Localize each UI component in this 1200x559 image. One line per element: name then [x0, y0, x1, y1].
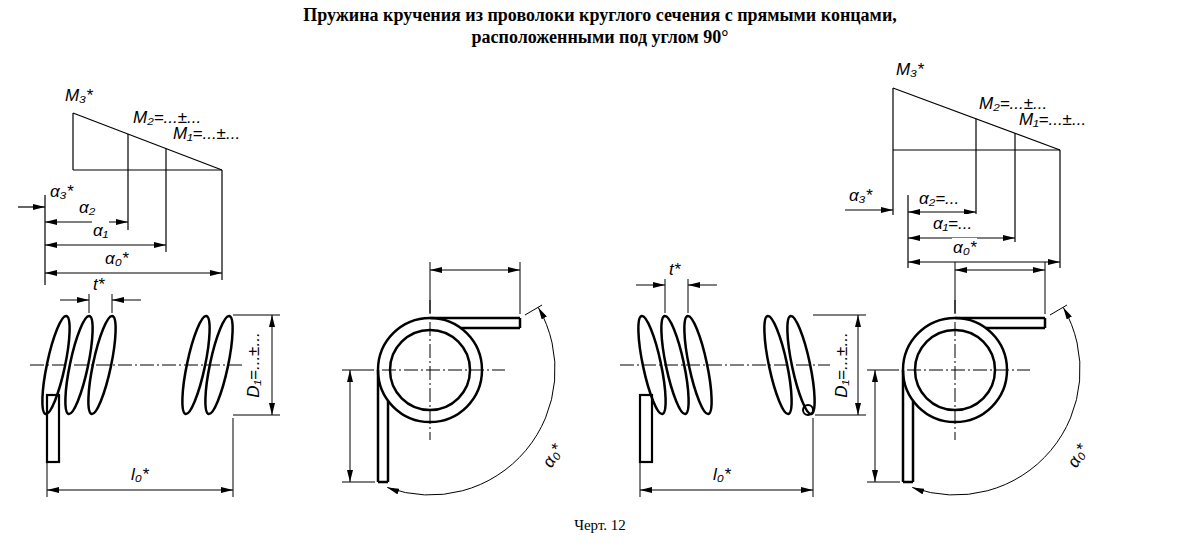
moment-label: M₃* — [64, 86, 94, 106]
drawing-line — [892, 88, 893, 215]
drawing-title: Пружина кручения из проволоки круглого с… — [230, 4, 970, 48]
dimension-label: α₀* — [952, 238, 977, 258]
drawing-g — [30, 294, 280, 497]
drawing-line — [233, 415, 280, 416]
dimension-label: α₀* — [104, 249, 129, 269]
drawing-circle — [803, 405, 813, 415]
moment-label: M₁=...±... — [1018, 110, 1087, 130]
drawing-line — [45, 272, 222, 273]
drawing-line — [112, 300, 141, 301]
dimension-label: α₀* — [1063, 440, 1093, 472]
drawing-line — [233, 315, 280, 316]
drawing-rect — [640, 395, 652, 462]
dimension-label: α₂=... — [918, 189, 960, 209]
drawing-line — [908, 211, 976, 212]
drawing-line — [44, 195, 45, 285]
dimension-label: t* — [668, 260, 681, 280]
drawing-line — [112, 294, 113, 313]
drawing-line — [73, 169, 222, 170]
drawing-line — [640, 462, 641, 497]
drawing-line — [620, 365, 830, 366]
drawing-line — [18, 206, 45, 207]
drawing-line — [221, 170, 222, 280]
drawing-line — [45, 221, 128, 222]
drawing-line — [688, 285, 717, 286]
drawing-line — [45, 244, 166, 245]
drawing-line — [47, 490, 233, 491]
spring-end-view — [342, 262, 555, 495]
drawing-line — [858, 315, 859, 415]
dimension-label: t* — [92, 275, 105, 295]
drawing-line — [127, 134, 128, 230]
spring-end-view — [867, 262, 1080, 495]
drawing-line — [640, 490, 813, 491]
drawing-line — [813, 418, 814, 497]
drawing-line — [845, 209, 893, 210]
dimension-label: α₁=... — [932, 214, 973, 234]
dimension-label: α₁ — [92, 221, 109, 241]
drawing-line — [72, 113, 73, 170]
drawing-line — [1059, 150, 1060, 268]
moment-label: M₃* — [895, 60, 925, 80]
drawing-line — [165, 149, 166, 252]
drawing-line — [30, 365, 250, 366]
drawing-line — [1014, 133, 1015, 242]
dimension-label: α₃* — [848, 186, 873, 206]
drawing-g — [620, 279, 866, 497]
drawing-line — [272, 315, 273, 415]
drawing-line — [907, 195, 908, 268]
drawing-caption: Черт. 12 — [500, 516, 700, 534]
drawing-line — [688, 279, 689, 313]
dimension-label: α₂ — [78, 198, 96, 218]
drawing-line — [975, 119, 976, 214]
dimension-label: α₀* — [538, 440, 568, 472]
drawing-line — [60, 300, 89, 301]
drawing-line — [89, 294, 90, 313]
drawing-line — [233, 418, 234, 497]
moment-label: M₁=...±... — [172, 124, 241, 144]
drawing-line — [47, 462, 48, 497]
dimension-label: l₀* — [130, 465, 150, 485]
drawing-line — [908, 261, 1060, 262]
dimension-label: D₁=...±... — [244, 331, 264, 398]
dimension-label: α₃* — [49, 182, 74, 202]
dimension-label: D₁=...±... — [832, 331, 852, 398]
dimension-label: l₀* — [712, 465, 732, 485]
drawing-line — [636, 285, 665, 286]
drawing-line — [665, 279, 666, 313]
